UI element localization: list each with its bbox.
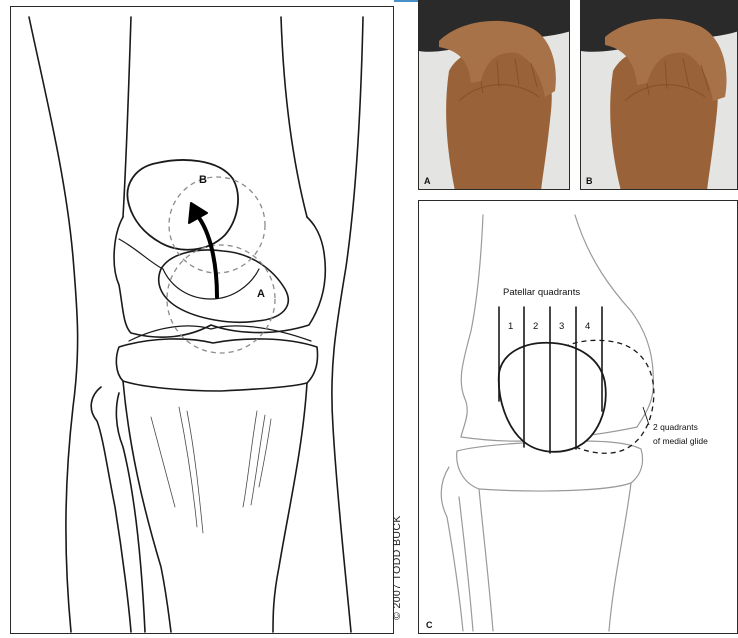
femoral-condyles xyxy=(114,217,325,337)
tibial-plateau xyxy=(116,339,317,391)
femur-shaft-left xyxy=(123,17,131,217)
quadrant-label-2: 2 xyxy=(533,321,538,332)
patellar-quadrants-title: Patellar quadrants xyxy=(503,287,580,298)
patellar-quadrants-diagram: 1 2 3 4 Patellar quadrants 2 quadrants o… xyxy=(419,201,738,635)
patella-position-a xyxy=(159,250,289,322)
condyle-notch xyxy=(163,269,259,299)
tibia-left xyxy=(479,489,493,631)
medial-glide-label-line1: 2 quadrants xyxy=(653,422,698,432)
tilt-arrow-head xyxy=(189,203,207,223)
knee-anterior-drawing: B A xyxy=(11,7,395,635)
photo-b-label: B xyxy=(586,176,593,186)
medial-glide-label-line2: of medial glide xyxy=(653,436,708,446)
photo-b: B xyxy=(580,0,738,190)
tibia-right xyxy=(609,483,631,631)
fibula-outline xyxy=(441,467,463,631)
quadrant-label-4: 4 xyxy=(585,321,590,332)
quadrant-label-1: 1 xyxy=(508,321,513,332)
patella-position-b xyxy=(127,160,238,250)
patella-outline xyxy=(499,343,606,452)
photo-a-label: A xyxy=(424,176,431,186)
photo-a: A xyxy=(418,0,570,190)
tibia-shaft-right xyxy=(273,383,307,632)
fibula-inner xyxy=(116,393,145,632)
tilt-arrow-shaft xyxy=(197,215,217,297)
photo-b-knee-image xyxy=(581,1,738,190)
label-a: A xyxy=(257,288,265,300)
patella-dashed-outline-upper xyxy=(169,177,265,273)
knee-illustration-panel: B A xyxy=(10,6,394,634)
femur-shaft-right xyxy=(281,17,307,217)
leg-outline-left xyxy=(29,17,78,632)
label-b: B xyxy=(199,174,207,186)
tibia-texture xyxy=(151,407,271,533)
panel-c-label: C xyxy=(426,620,433,630)
top-accent-line xyxy=(394,0,418,2)
patellar-quadrants-panel: 1 2 3 4 Patellar quadrants 2 quadrants o… xyxy=(418,200,738,634)
condyle-inner-line xyxy=(119,239,163,269)
copyright-credit: © 2007 TODD BUCK xyxy=(391,515,403,620)
tibia-shaft-left xyxy=(123,381,171,632)
photo-a-knee-image xyxy=(419,1,570,190)
quadrant-label-3: 3 xyxy=(559,321,564,332)
fibula-head xyxy=(91,387,131,632)
femur-outline-left xyxy=(461,215,483,437)
leg-outline-right xyxy=(332,17,363,632)
